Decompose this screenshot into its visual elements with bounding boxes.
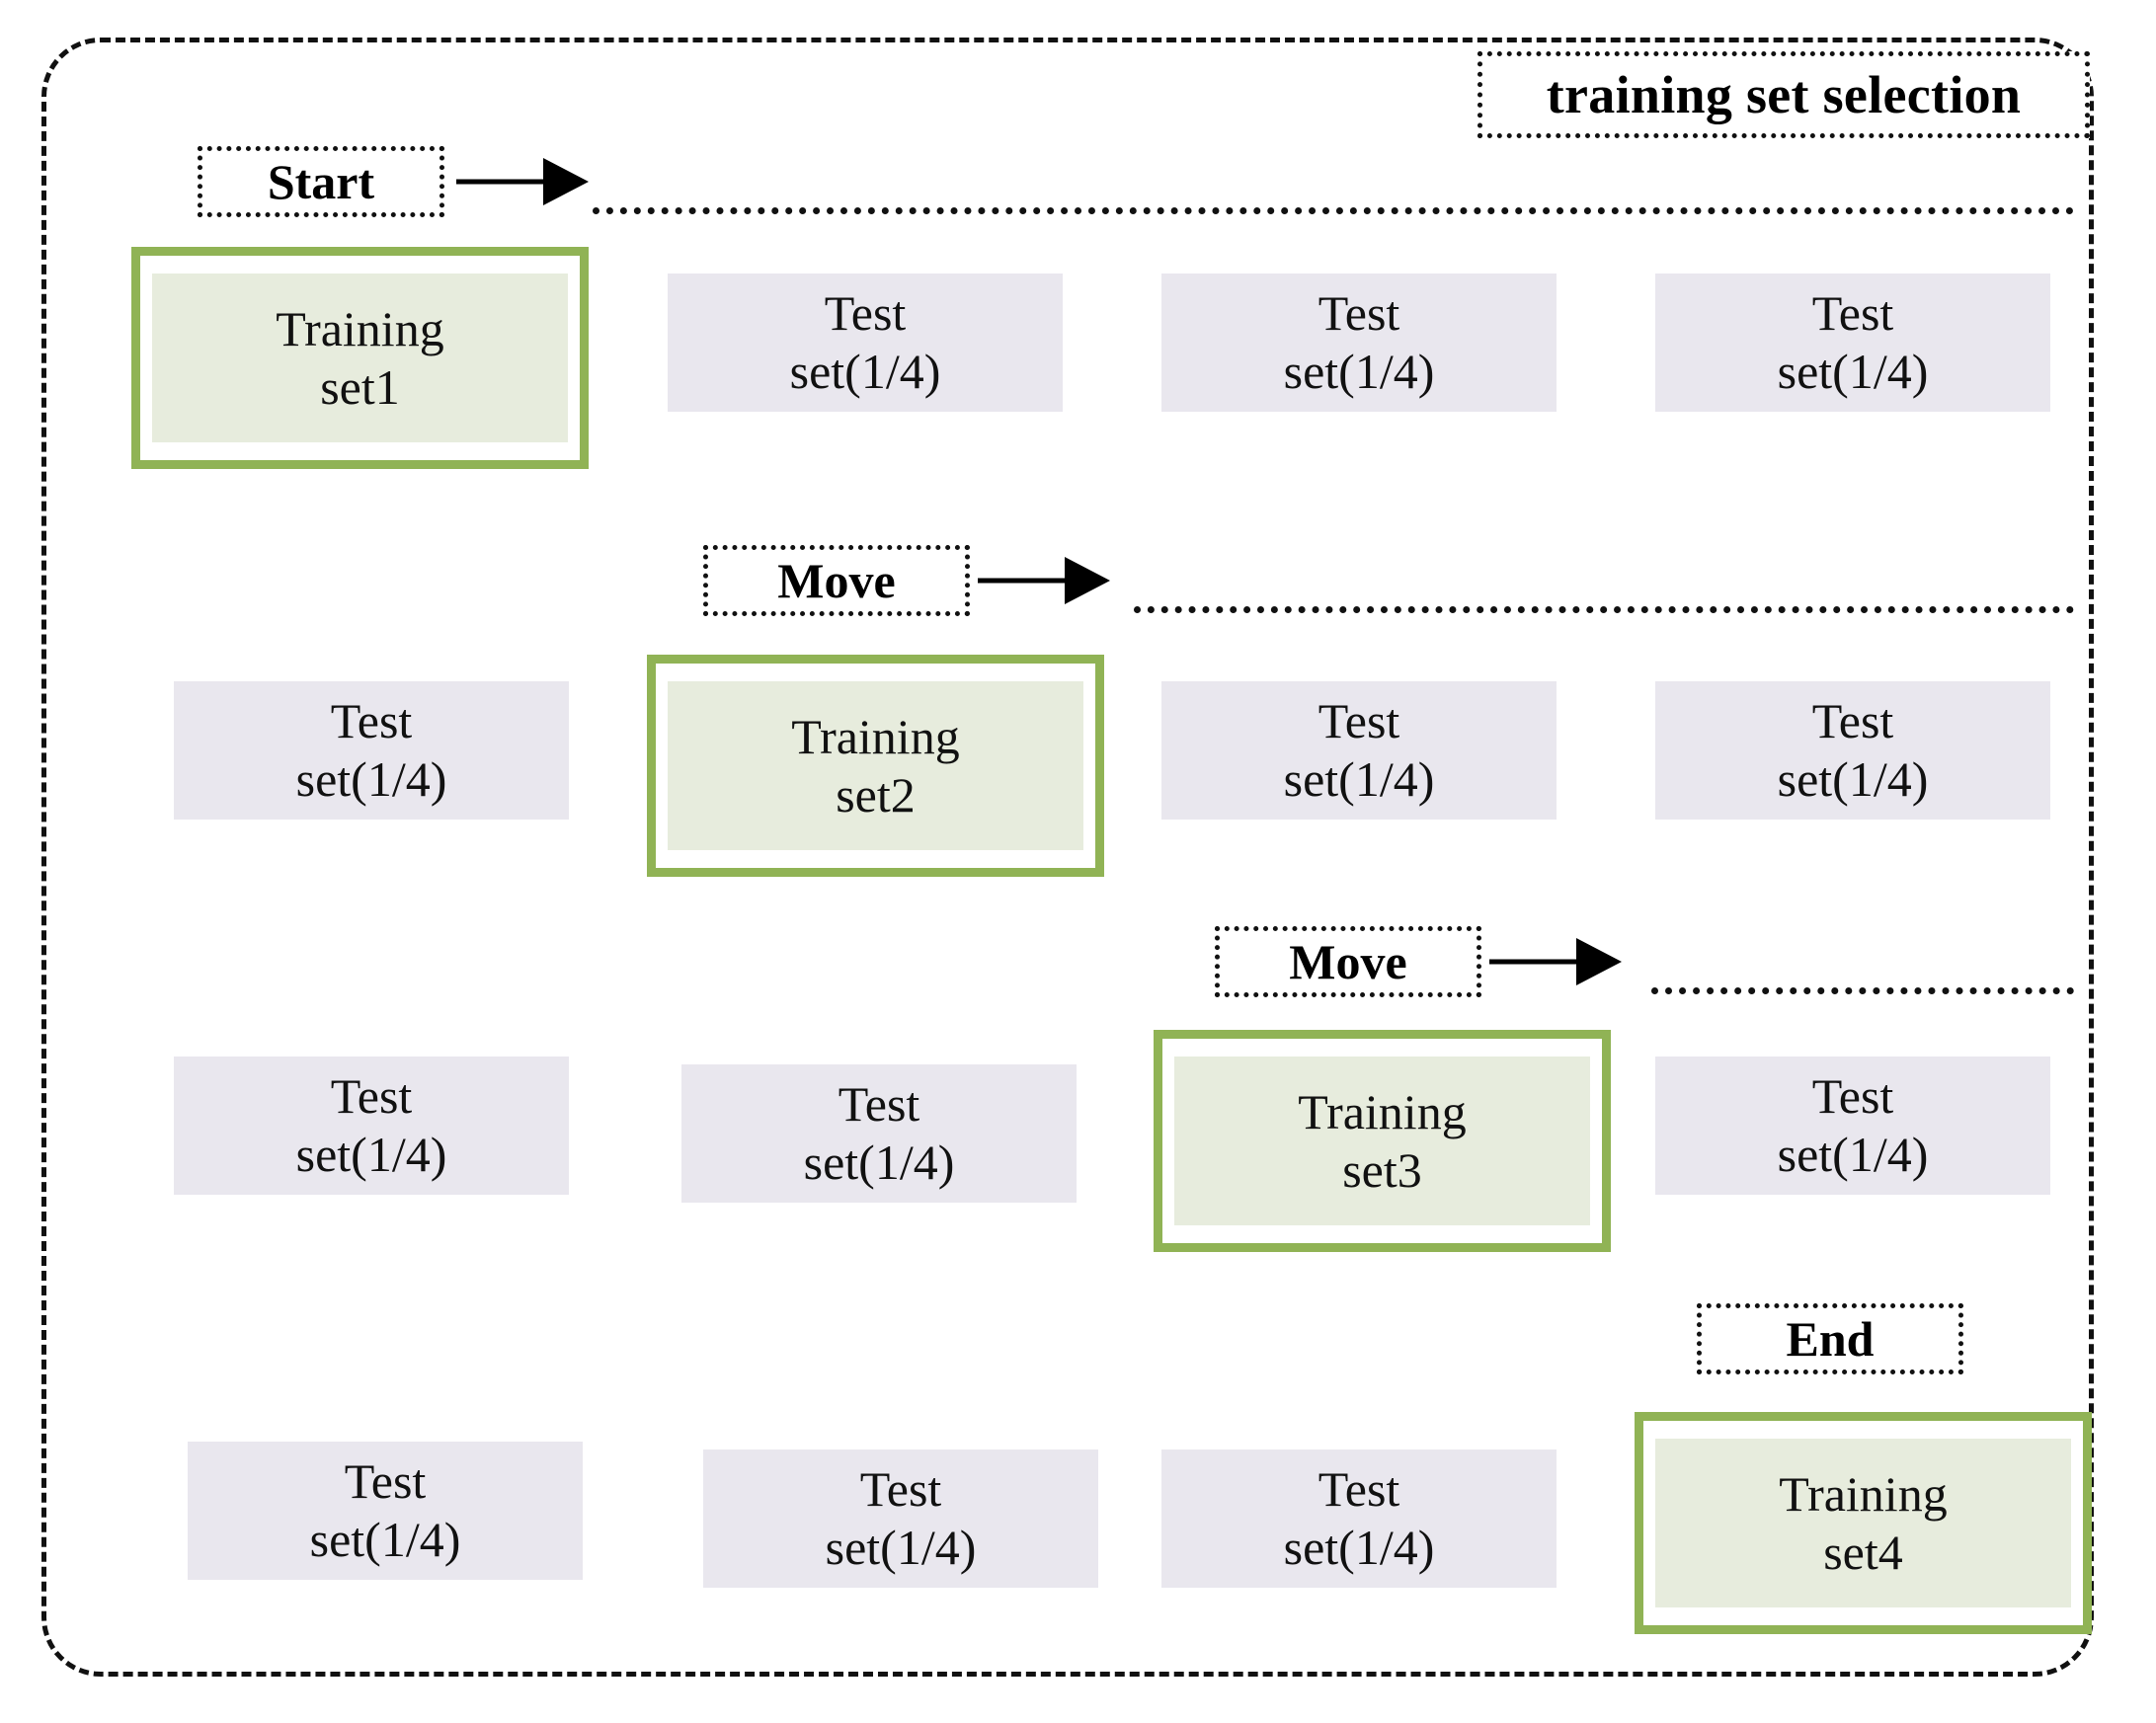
- training-box-row2: Training set2: [647, 655, 1104, 877]
- outer-dashed-frame: [41, 38, 2094, 1677]
- training-box-row3: Training set3: [1154, 1030, 1611, 1252]
- test-label-line1: Test: [824, 285, 907, 341]
- arrow-right-icon-move-2: [1489, 926, 1623, 997]
- test-label-line2: set(1/4): [1283, 344, 1435, 399]
- test-box-row3-col1: Test set(1/4): [174, 1057, 569, 1195]
- test-label-line1: Test: [1318, 1461, 1400, 1517]
- arrow-head: [543, 158, 589, 205]
- arrow-right-icon-start: [456, 146, 590, 217]
- test-box-row2-col4: Test set(1/4): [1655, 681, 2050, 820]
- step-label-start: Start: [267, 154, 375, 209]
- training-label-line2: set2: [836, 766, 916, 822]
- training-label-line1: Training: [1298, 1083, 1467, 1139]
- test-label-line2: set(1/4): [309, 1512, 461, 1567]
- step-label-move-1: Move: [777, 553, 896, 608]
- dotted-rule-row1: [593, 207, 2074, 214]
- arrow-shaft: [1489, 959, 1580, 965]
- diagram-title-chip: training set selection: [1477, 51, 2090, 138]
- test-label-line2: set(1/4): [295, 751, 447, 807]
- training-label-line2: set3: [1342, 1141, 1422, 1198]
- training-label-line1: Training: [276, 300, 444, 356]
- test-box-row3-col4: Test set(1/4): [1655, 1057, 2050, 1195]
- test-label-line1: Test: [859, 1461, 942, 1517]
- training-box-inner-row2: Training set2: [668, 681, 1083, 850]
- training-box-inner-row1: Training set1: [152, 274, 568, 442]
- test-label-line2: set(1/4): [1777, 1127, 1929, 1182]
- test-box-row4-col1: Test set(1/4): [188, 1442, 583, 1580]
- arrow-shaft: [978, 578, 1069, 584]
- test-box-row4-col3: Test set(1/4): [1161, 1449, 1557, 1588]
- step-chip-move-1: Move: [703, 545, 970, 616]
- test-box-row4-col2: Test set(1/4): [703, 1449, 1098, 1588]
- training-label-line2: set4: [1823, 1524, 1903, 1580]
- test-label-line2: set(1/4): [295, 1127, 447, 1182]
- step-label-end: End: [1786, 1311, 1875, 1367]
- test-label-line1: Test: [1318, 693, 1400, 748]
- test-label-line1: Test: [1811, 1068, 1894, 1124]
- test-label-line2: set(1/4): [825, 1520, 977, 1575]
- step-chip-start: Start: [198, 146, 444, 217]
- test-label-line1: Test: [838, 1076, 920, 1132]
- step-chip-end: End: [1697, 1303, 1963, 1374]
- arrow-right-icon-move-1: [978, 545, 1111, 616]
- dotted-rule-row3: [1651, 987, 2074, 994]
- test-box-row1-col3: Test set(1/4): [1161, 274, 1557, 412]
- test-label-line2: set(1/4): [789, 344, 941, 399]
- test-box-row1-col2: Test set(1/4): [668, 274, 1063, 412]
- step-label-move-2: Move: [1289, 934, 1407, 989]
- arrow-shaft: [456, 179, 547, 185]
- test-label-line1: Test: [1811, 285, 1894, 341]
- training-label-line1: Training: [791, 708, 960, 764]
- test-label-line1: Test: [330, 693, 413, 748]
- test-box-row2-col3: Test set(1/4): [1161, 681, 1557, 820]
- training-box-inner-row4: Training set4: [1655, 1439, 2071, 1607]
- test-label-line1: Test: [344, 1453, 427, 1509]
- test-label-line1: Test: [1811, 693, 1894, 748]
- training-box-row4: Training set4: [1635, 1412, 2092, 1634]
- test-box-row1-col4: Test set(1/4): [1655, 274, 2050, 412]
- training-label-line2: set1: [320, 358, 400, 415]
- test-label-line2: set(1/4): [1777, 751, 1929, 807]
- test-label-line1: Test: [330, 1068, 413, 1124]
- test-label-line2: set(1/4): [803, 1135, 955, 1190]
- dotted-rule-row2: [1134, 606, 2074, 613]
- training-box-row1: Training set1: [131, 247, 589, 469]
- test-label-line1: Test: [1318, 285, 1400, 341]
- arrow-head: [1065, 557, 1110, 604]
- training-label-line1: Training: [1779, 1465, 1948, 1522]
- step-chip-move-2: Move: [1215, 926, 1481, 997]
- test-label-line2: set(1/4): [1283, 1520, 1435, 1575]
- training-box-inner-row3: Training set3: [1174, 1057, 1590, 1225]
- diagram-title: training set selection: [1546, 65, 2022, 124]
- test-label-line2: set(1/4): [1777, 344, 1929, 399]
- arrow-head: [1576, 938, 1622, 985]
- test-box-row3-col2: Test set(1/4): [681, 1064, 1077, 1203]
- test-box-row2-col1: Test set(1/4): [174, 681, 569, 820]
- test-label-line2: set(1/4): [1283, 751, 1435, 807]
